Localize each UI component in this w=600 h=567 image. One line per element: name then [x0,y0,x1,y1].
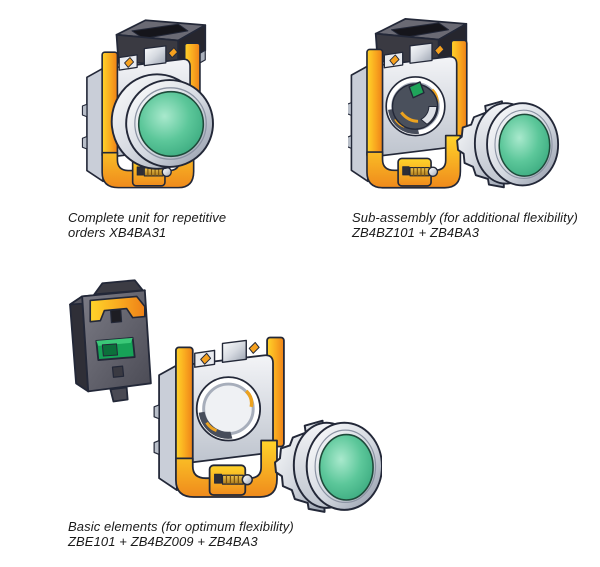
caption-basic-elements: Basic elements (for optimum flexibility)… [68,519,294,549]
green-push-button-part [110,73,214,170]
figure-sub-assembly [348,14,560,206]
complete-unit-illustration [80,19,214,190]
caption-line: Complete unit for repetitive [68,210,227,225]
caption-complete-unit: Complete unit for repetitive orders XB4B… [68,210,227,240]
mounting-collar-part [152,335,286,499]
figure-basic-elements [60,270,382,513]
caption-sub-assembly: Sub-assembly (for additional flexibility… [352,210,578,240]
contact-block-part [69,279,152,403]
basic-elements-illustration [69,279,382,513]
green-push-button-head-part [274,419,382,513]
caption-line: ZBE101 + ZB4BZ009 + ZB4BA3 [68,533,258,549]
sub-assembly-illustration [348,18,560,190]
figure-complete-unit [76,12,240,208]
caption-line: orders XB4BA31 [68,224,167,240]
caption-line: Basic elements (for optimum flexibility) [68,519,294,534]
caption-line: Sub-assembly (for additional flexibility… [352,210,578,225]
green-push-button-head-part [456,100,560,189]
collar-hole-interior [391,81,439,130]
caption-line: ZB4BZ101 + ZB4BA3 [352,224,480,240]
